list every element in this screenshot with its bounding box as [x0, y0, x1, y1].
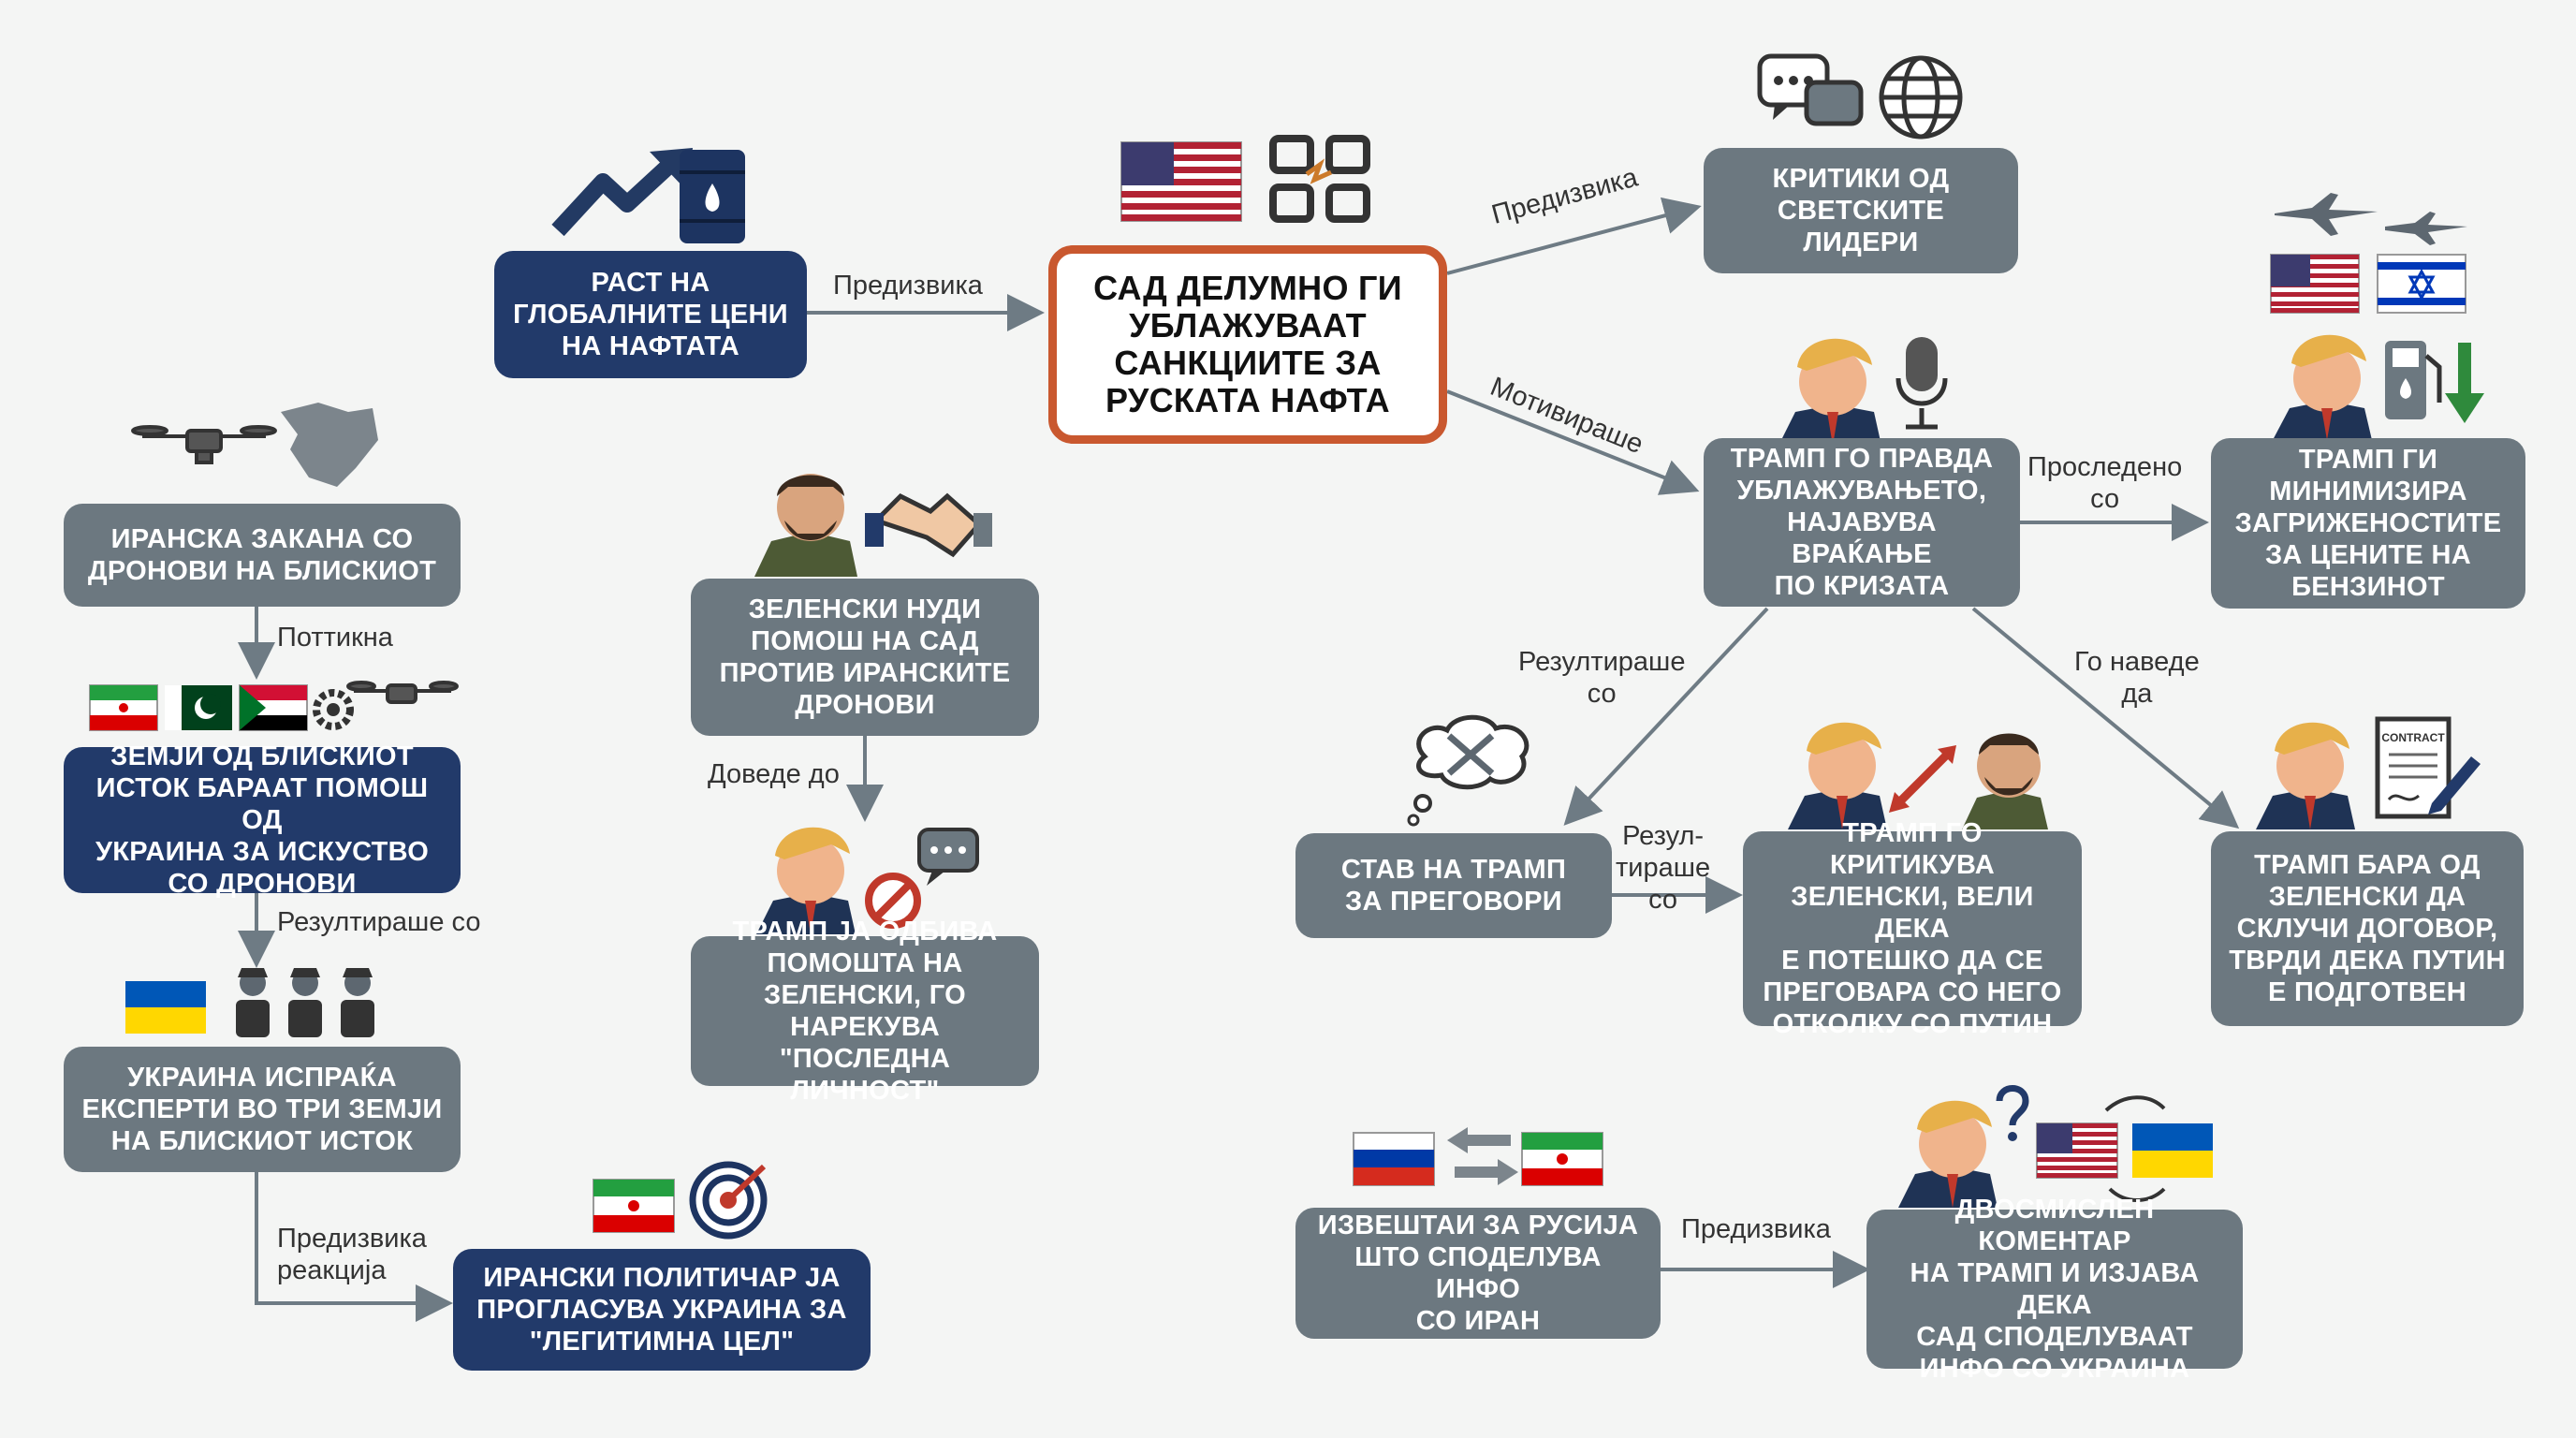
trend-up-arrow-icon — [551, 148, 693, 237]
cycle-arrows-icon — [2104, 1095, 2166, 1202]
trump-portrait-icon — [1898, 1100, 1998, 1208]
node-trump-refuses-text: ТРАМП ЈА ОДБИВА ПОМОШТА НА ЗЕЛЕНСКИ, ГО … — [732, 917, 998, 1106]
node-trump-stance-text: СТАВ НА ТРАМП ЗА ПРЕГОВОРИ — [1340, 855, 1567, 917]
speech-bubbles-icon — [1757, 53, 1864, 126]
edge-label-iran-to-countries: Поттикна — [277, 623, 393, 653]
node-iran-threat-text: ИРАНСКА ЗАКАНА СО ДРОНОВИ НА БЛИСКИОТ — [87, 524, 437, 586]
crossed-swords-icon — [1446, 733, 1495, 776]
node-trump-criticizes-text: ТРАМП ГО КРИТИКУВА ЗЕЛЕНСКИ, ВЕЛИ ДЕКА Е… — [1763, 818, 2062, 1039]
target-icon — [689, 1161, 768, 1240]
down-arrow-icon — [2445, 343, 2484, 423]
node-iran-politician-text: ИРАНСКИ ПОЛИТИЧАР ЈА ПРОГЛАСУВА УКРАИНА … — [476, 1263, 847, 1357]
trump-portrait-icon — [2273, 334, 2372, 440]
node-trump-justifies-text: ТРАМП ГО ПРАВДА УБЛАЖУВАЊЕТО, НАЈАВУВА В… — [1730, 444, 1994, 601]
node-me-countries: ЗЕМЈИ ОД БЛИСКИОТ ИСТОК БАРААТ ПОМОШ ОД … — [64, 741, 461, 899]
node-ambiguous: ДВОСМИСЛЕН КОМЕНТАР НА ТРАМП И ИЗЈАВА ДЕ… — [1866, 1195, 2243, 1384]
microphone-icon — [1895, 337, 1948, 430]
edge-justifies-to-stance — [1563, 607, 1769, 826]
pen-icon — [2428, 756, 2481, 814]
contract-label: CONTRACT — [2381, 731, 2445, 744]
node-me-countries-text: ЗЕМЈИ ОД БЛИСКИОТ ИСТОК БАРААТ ПОМОШ ОД … — [95, 741, 430, 899]
prohibited-icon — [865, 873, 921, 929]
node-trump-refuses: ТРАМП ЈА ОДБИВА ПОМОШТА НА ЗЕЛЕНСКИ, ГО … — [691, 917, 1039, 1106]
drone-icon — [346, 681, 459, 704]
node-iran-politician: ИРАНСКИ ПОЛИТИЧАР ЈА ПРОГЛАСУВА УКРАИНА … — [453, 1249, 871, 1371]
node-ambiguous-text: ДВОСМИСЛЕН КОМЕНТАР НА ТРАМП И ИЗЈАВА ДЕ… — [1910, 1195, 2200, 1384]
node-central-text: САД ДЕЛУМНО ГИ УБЛАЖУВААТ САНКЦИИТЕ ЗА Р… — [1093, 269, 1402, 419]
worker-icon — [236, 968, 270, 1037]
node-oil-prices-text: РАСТ НА ГЛОБАЛНИТЕ ЦЕНИ НА НАФТАТА — [513, 268, 788, 361]
middle-east-map-icon — [281, 403, 378, 487]
israel-flag-icon — [2377, 254, 2466, 314]
edge-central-to-criticism — [1446, 197, 1702, 275]
broken-chain-icon — [1269, 135, 1370, 223]
ukraine-flag-icon — [2132, 1123, 2213, 1178]
clash-arrows-icon — [1889, 745, 1956, 813]
edge-label-justifies-to-asks: Го наведе да — [2074, 647, 2200, 709]
us-flag-icon — [2036, 1123, 2118, 1179]
edge-label-justifies-to-stance: Резултираше со — [1518, 647, 1686, 709]
worker-icon — [341, 968, 374, 1037]
zelensky-portrait-icon — [754, 474, 857, 577]
question-mark-icon — [1996, 1085, 2029, 1141]
pakistan-flag-icon — [165, 685, 232, 730]
trump-portrait-icon — [2256, 722, 2355, 829]
iran-flag-icon — [89, 684, 158, 731]
edge-label-russia-to-ambiguous: Предизвика — [1681, 1214, 1831, 1244]
node-trump-asks-text: ТРАМП БАРА ОД ЗЕЛЕНСКИ ДА СКЛУЧИ ДОГОВОР… — [2229, 850, 2506, 1007]
iran-flag-icon — [1521, 1132, 1603, 1186]
zelensky-portrait-icon — [1962, 733, 2048, 829]
globe-icon — [1879, 55, 1963, 139]
trump-portrait-icon — [1778, 338, 1881, 446]
handshake-icon — [865, 492, 992, 558]
edge-justifies-to-asks — [1971, 607, 2240, 829]
edge-label-offers-to-refuses: Доведе до — [708, 759, 840, 789]
edge-label-oil-to-central: Предизвика — [833, 271, 983, 301]
speech-bubbles-icon — [917, 828, 979, 886]
node-russia-reports-text: ИЗВЕШТАИ ЗА РУСИЈА ШТО СПОДЕЛУВА ИНФО СО… — [1317, 1211, 1639, 1336]
gear-icon — [313, 689, 354, 730]
node-oil-prices: РАСТ НА ГЛОБАЛНИТЕ ЦЕНИ НА НАФТАТА — [494, 251, 807, 378]
thought-bubble-icon — [1407, 714, 1530, 827]
node-iran-threat: ИРАНСКА ЗАКАНА СО ДРОНОВИ НА БЛИСКИОТ — [64, 504, 461, 607]
edge-central-to-justifies — [1446, 389, 1700, 495]
node-world-criticism: КРИТИКИ ОД СВЕТСКИТЕ ЛИДЕРИ — [1704, 148, 2018, 273]
node-ukraine-sends-text: УКРАИНА ИСПРАЌА ЕКСПЕРТИ ВО ТРИ ЗЕМЈИ НА… — [81, 1063, 443, 1156]
us-flag-icon — [2270, 254, 2360, 314]
node-trump-justifies: ТРАМП ГО ПРАВДА УБЛАЖУВАЊЕТО, НАЈАВУВА В… — [1704, 438, 2020, 607]
edge-ukraine-to-politician — [255, 1172, 453, 1322]
edge-label-justifies-to-minimizes: Проследено со — [2027, 452, 2183, 514]
russia-flag-icon — [1353, 1132, 1435, 1186]
drone-icon — [131, 425, 277, 464]
exchange-arrows-icon — [1447, 1127, 1518, 1185]
ukraine-flag-icon — [125, 981, 206, 1034]
edge-label-ukraine-to-politician: Предизвика реакција — [277, 1224, 427, 1285]
node-trump-minimizes: ТРАМП ГИ МИНИМИЗИРА ЗАГРИЖЕНОСТИТЕ ЗА ЦЕ… — [2211, 438, 2525, 609]
edge-label-countries-to-ukraine: Резултираше со — [277, 907, 481, 937]
node-trump-minimizes-text: ТРАМП ГИ МИНИМИЗИРА ЗАГРИЖЕНОСТИТЕ ЗА ЦЕ… — [2234, 445, 2502, 602]
iran-flag-icon — [593, 1179, 675, 1233]
us-flag-icon — [1120, 141, 1242, 222]
node-ukraine-sends: УКРАИНА ИСПРАЌА ЕКСПЕРТИ ВО ТРИ ЗЕМЈИ НА… — [64, 1047, 461, 1172]
oil-barrel-icon — [680, 150, 745, 243]
node-trump-stance: СТАВ НА ТРАМП ЗА ПРЕГОВОРИ — [1295, 833, 1612, 938]
edge-label-stance-to-criticizes: Резул- тираше со — [1616, 821, 1711, 915]
sudan-flag-icon — [239, 684, 308, 731]
fighter-jet-icon — [2275, 193, 2467, 245]
node-trump-criticizes: ТРАМП ГО КРИТИКУВА ЗЕЛЕНСКИ, ВЕЛИ ДЕКА Е… — [1743, 818, 2082, 1039]
trump-portrait-icon — [756, 827, 856, 934]
node-zelensky-offers-text: ЗЕЛЕНСКИ НУДИ ПОМОШ НА САД ПРОТИВ ИРАНСК… — [719, 594, 1011, 720]
node-russia-reports: ИЗВЕШТАИ ЗА РУСИЈА ШТО СПОДЕЛУВА ИНФО СО… — [1295, 1208, 1661, 1339]
node-trump-asks: ТРАМП БАРА ОД ЗЕЛЕНСКИ ДА СКЛУЧИ ДОГОВОР… — [2211, 831, 2524, 1026]
node-central: САД ДЕЛУМНО ГИ УБЛАЖУВААТ САНКЦИИТЕ ЗА Р… — [1048, 245, 1447, 444]
worker-icon — [288, 968, 322, 1037]
fuel-pump-icon — [2385, 341, 2442, 419]
node-world-criticism-text: КРИТИКИ ОД СВЕТСКИТЕ ЛИДЕРИ — [1772, 164, 1950, 257]
node-zelensky-offers: ЗЕЛЕНСКИ НУДИ ПОМОШ НА САД ПРОТИВ ИРАНСК… — [691, 579, 1039, 736]
trump-portrait-icon — [1788, 722, 1887, 829]
